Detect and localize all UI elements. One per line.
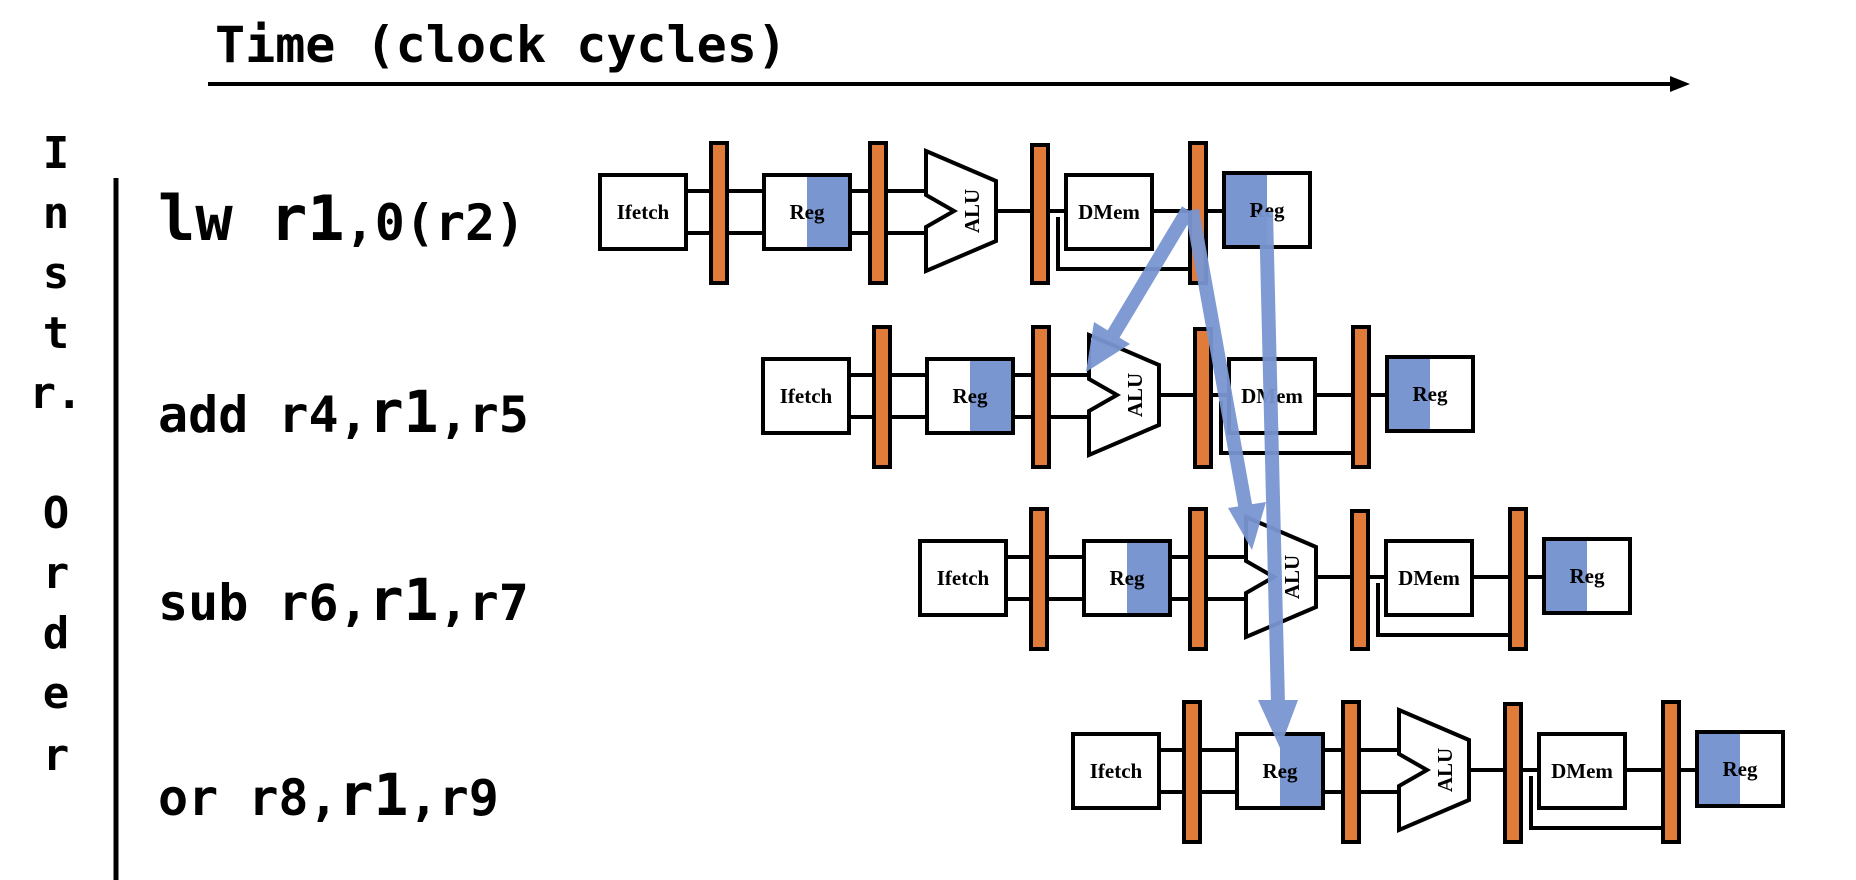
time-axis-arrowhead — [1670, 76, 1690, 92]
reg-label: Reg — [1263, 759, 1298, 783]
reg-wb-label: Reg — [1570, 564, 1605, 588]
forward-arrowhead-sub — [1228, 502, 1266, 550]
instruction-sub: sub r6,r1,r7 — [158, 566, 529, 634]
ifetch-label: Ifetch — [780, 384, 833, 408]
forwarding-arrows — [1086, 206, 1298, 748]
forward-arrow-to-or-reg — [1259, 211, 1285, 705]
ifetch-label: Ifetch — [937, 566, 990, 590]
instr-order-char: r. — [30, 368, 83, 419]
instr-order-char: r — [43, 548, 70, 599]
instr-order-char: O — [43, 488, 70, 539]
instr-order-char: s — [43, 248, 70, 299]
instr-order-char: e — [43, 668, 70, 719]
reg-wb-label: Reg — [1413, 382, 1448, 406]
alu-label: ALU — [1123, 373, 1147, 417]
pipeline-row-sub: Ifetch Reg ALU DMem Reg — [918, 507, 1632, 651]
dmem-label: DMem — [1078, 200, 1140, 224]
alu-label: ALU — [1433, 748, 1457, 792]
time-axis-title: Time (clock cycles) — [215, 16, 787, 74]
instruction-or: or r8,r1,r9 — [158, 761, 499, 829]
pipeline-row-lw: Ifetch Reg ALU DMem Reg — [598, 141, 1312, 285]
reg-label: Reg — [1110, 566, 1145, 590]
ifetch-label: Ifetch — [617, 200, 670, 224]
instr-order-char: d — [43, 608, 70, 659]
pipeline-row-or: Ifetch Reg ALU DMem Reg — [1071, 700, 1785, 844]
instr-order-char: n — [43, 188, 70, 239]
forward-arrowhead-add — [1086, 322, 1130, 372]
ifetch-label: Ifetch — [1090, 759, 1143, 783]
dmem-label: DMem — [1398, 566, 1460, 590]
alu-label: ALU — [1280, 555, 1304, 599]
dmem-label: DMem — [1551, 759, 1613, 783]
pipeline-row-add: Ifetch Reg ALU DMem Reg — [761, 325, 1475, 469]
alu-label: ALU — [960, 189, 984, 233]
instr-order-char: t — [43, 308, 70, 359]
instr-order-char: r — [43, 730, 70, 781]
reg-wb-label: Reg — [1723, 757, 1758, 781]
reg-label: Reg — [953, 384, 988, 408]
instr-order-char: I — [43, 128, 70, 179]
instr-order-label: I n s t r. O r d e r — [30, 128, 83, 781]
instruction-add: add r4,r1,r5 — [158, 378, 529, 446]
reg-label: Reg — [790, 200, 825, 224]
instruction-lw: lw r1,0(r2) — [158, 182, 525, 255]
forward-arrow-to-sub-alu — [1185, 208, 1253, 512]
forward-arrowhead-or — [1258, 700, 1298, 748]
forward-arrow-to-add-alu — [1103, 206, 1195, 344]
